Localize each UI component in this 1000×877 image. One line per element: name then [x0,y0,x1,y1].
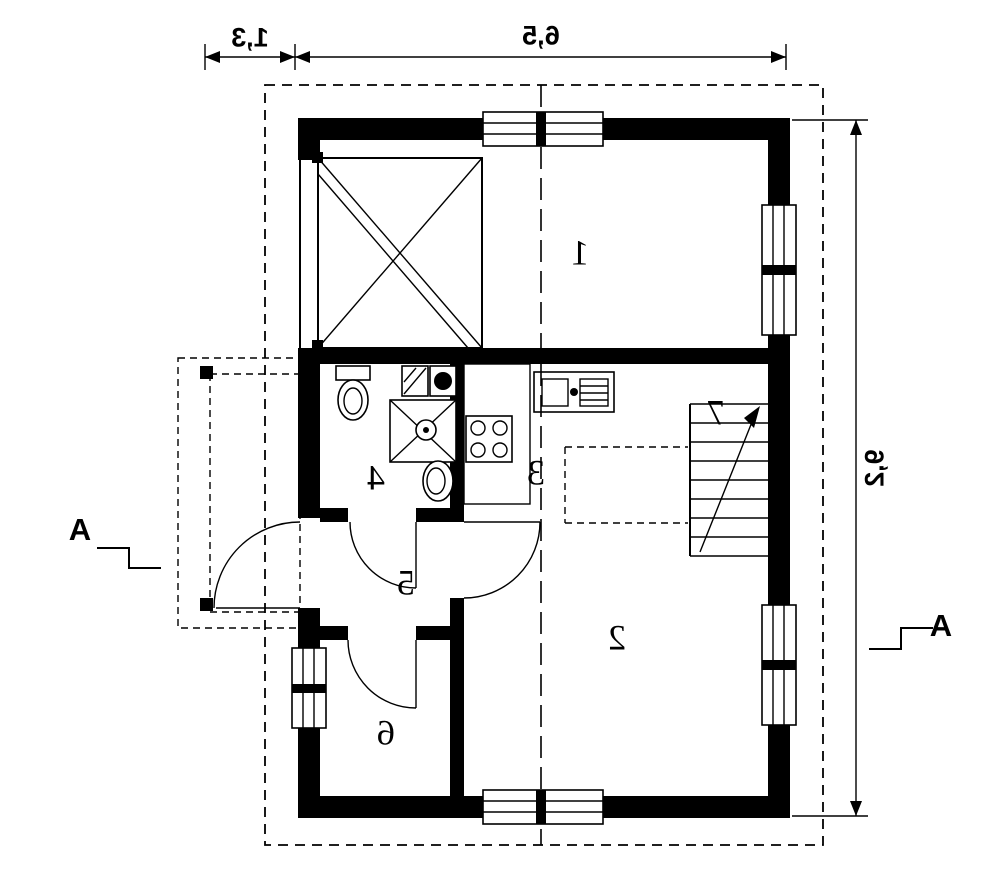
room-label-7: 7 [707,393,725,433]
washbasin-icon [422,460,454,502]
dimension-label-top-left: 1,3 [231,22,269,52]
room-label-6: 6 [377,713,395,753]
dimension-top: 1,3 6,5 [204,20,787,70]
room-label-5: 5 [397,563,415,603]
porch-post-icon [200,598,213,611]
room-label-3: 3 [527,453,545,493]
roof-outline [264,84,824,846]
window-right-upper [761,204,797,336]
room-label-4: 4 [367,458,385,498]
svg-text:6: 6 [377,713,395,753]
svg-text:3: 3 [527,453,545,493]
svg-text:5: 5 [397,563,415,603]
bathroom-door [349,521,417,589]
dimension-right: 9,2 [792,119,889,817]
window-bottom [482,789,604,825]
svg-text:7: 7 [707,393,725,433]
dimension-label-right: 9,2 [859,449,889,487]
section-label-left: A [69,512,91,547]
stairs [689,403,768,557]
toilet-icon [335,365,371,421]
exterior-walls [298,118,790,818]
svg-text:2: 2 [608,618,626,658]
room6-door [347,639,417,709]
porch-outline [177,357,301,629]
shower-icon [389,399,457,463]
washer-icon [401,365,457,397]
section-marker-left: A [69,512,161,569]
kitchen-sink-icon [533,371,615,413]
svg-text:1: 1 [571,233,589,273]
window-right-lower [761,604,797,726]
svg-text:4: 4 [367,458,385,498]
stairs-landing-dashed [564,446,688,524]
room-label-2: 2 [608,618,626,658]
section-label-right: A [930,608,952,643]
section-marker-right: A [869,608,952,650]
dimension-label-top-main: 6,5 [522,20,560,50]
room-label-1: 1 [571,233,589,273]
kitchen-counter [463,363,531,505]
window-top [482,111,604,147]
stairs-direction-arrow-icon [744,406,760,428]
kitchen-door [463,521,541,599]
stove-icon [465,415,513,463]
window-left [291,647,327,729]
porch-post-icon [200,366,213,379]
terrace-void [299,152,483,351]
entrance-door [213,521,301,609]
